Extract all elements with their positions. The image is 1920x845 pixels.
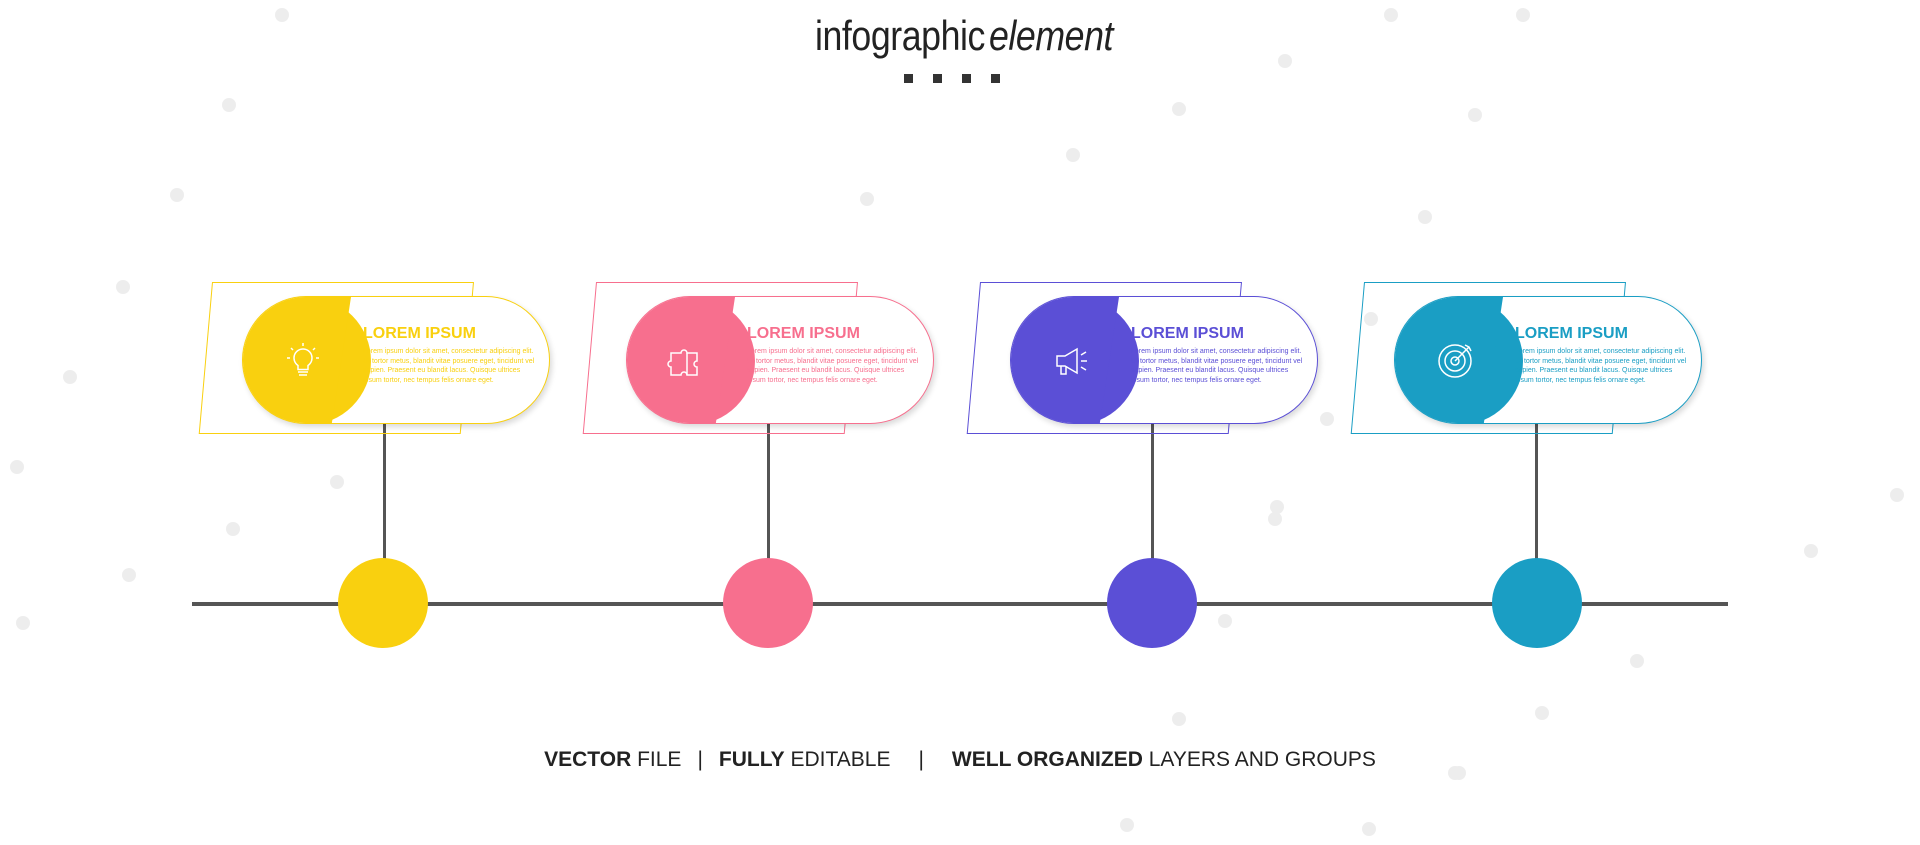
puzzle-icon	[667, 349, 698, 376]
step-4-heading: LOREM IPSUM	[1515, 325, 1628, 342]
step-2-pill: LOREM IPSUM Lorem ipsum dolor sit amet, …	[626, 296, 934, 424]
title-italic: element	[989, 12, 1114, 59]
step-2-connector	[767, 424, 770, 564]
footer-organized-bold: WELL ORGANIZED	[951, 748, 1143, 771]
megaphone-icon	[1056, 347, 1087, 375]
step-2-body: Lorem ipsum dolor sit amet, consectetur …	[747, 348, 919, 384]
footer-separator-1: |	[697, 748, 703, 771]
footer-vector-bold: VECTOR	[544, 748, 632, 771]
step-4-connector	[1535, 424, 1538, 564]
step-3-body: Lorem ipsum dolor sit amet, consectetur …	[1131, 348, 1303, 384]
step-4-card: LOREM IPSUM Lorem ipsum dolor sit amet, …	[1350, 280, 1704, 440]
lightbulb-icon	[287, 343, 319, 376]
step-1-card: LOREM IPSUM Lorem ipsum dolor sit amet, …	[198, 280, 552, 440]
step-4-node	[1492, 558, 1582, 648]
footer-separator-2: |	[918, 748, 924, 771]
step-4-pill: LOREM IPSUM Lorem ipsum dolor sit amet, …	[1394, 296, 1702, 424]
step-2-card: LOREM IPSUM Lorem ipsum dolor sit amet, …	[582, 280, 936, 440]
step-3-connector	[1151, 424, 1154, 564]
step-4-body: Lorem ipsum dolor sit amet, consectetur …	[1515, 348, 1687, 384]
step-2-node	[723, 558, 813, 648]
step-3-card: LOREM IPSUM Lorem ipsum dolor sit amet, …	[966, 280, 1320, 440]
step-3-node	[1107, 558, 1197, 648]
step-1-heading: LOREM IPSUM	[363, 325, 476, 342]
page-title: infographicelement	[0, 12, 1920, 60]
step-1-pill: LOREM IPSUM Lorem ipsum dolor sit amet, …	[242, 296, 550, 424]
step-3-heading: LOREM IPSUM	[1131, 325, 1244, 342]
step-1-connector	[383, 424, 386, 564]
step-1-body: Lorem ipsum dolor sit amet, consectetur …	[363, 348, 535, 384]
timeline-line	[192, 602, 1728, 606]
title-bold: infographic	[815, 12, 986, 59]
step-1-node	[338, 558, 428, 648]
footer-vector-rest: FILE	[631, 748, 682, 771]
title-decoration	[904, 74, 1000, 83]
footer-organized-rest: LAYERS AND GROUPS	[1142, 748, 1376, 771]
footer-fully-rest: EDITABLE	[784, 748, 891, 771]
step-2-heading: LOREM IPSUM	[747, 325, 860, 342]
step-3-pill: LOREM IPSUM Lorem ipsum dolor sit amet, …	[1010, 296, 1318, 424]
footer-fully-bold: FULLY	[718, 748, 785, 771]
target-icon	[1438, 344, 1472, 378]
footer-features: VECTOR FILE | FULLY EDITABLE | WELL ORGANIZE…	[0, 748, 1920, 772]
